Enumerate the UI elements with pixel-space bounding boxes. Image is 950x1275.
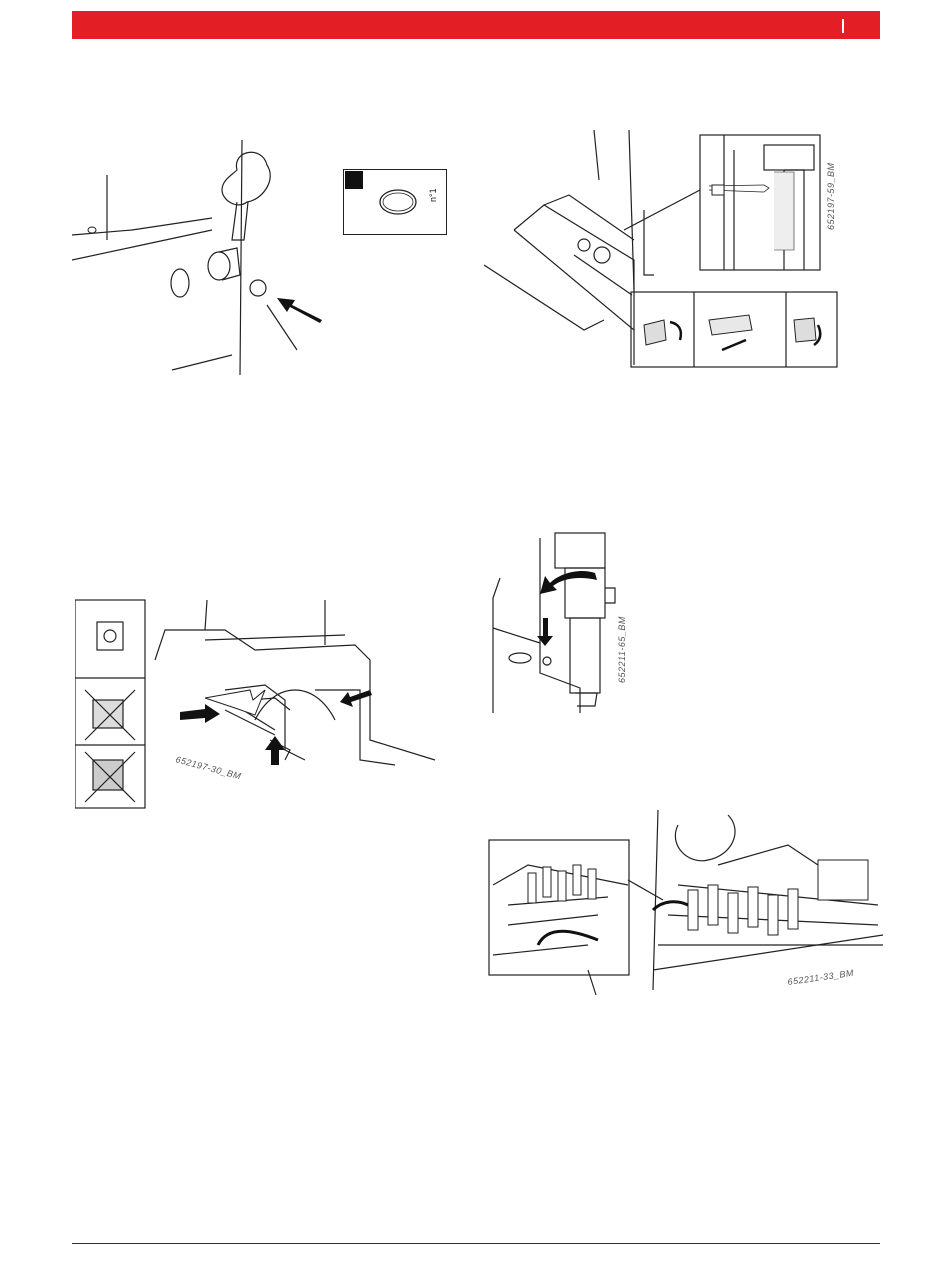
screw-adjustment-illustration: 652197-59_BM	[484, 130, 844, 370]
header-tick	[842, 19, 844, 33]
circlip-illustration	[72, 140, 332, 375]
figure-screw-adjustment: 652197-59_BM	[484, 130, 844, 370]
figure-code: 652211-33_BM	[787, 968, 855, 987]
figure-circlip-removal	[72, 140, 332, 375]
kit-label: n°1	[428, 188, 438, 202]
valve-block-illustration: 652211-33_BM	[488, 805, 883, 1000]
pin-assembly-illustration: 652197-30_BM	[75, 590, 440, 810]
circlip-icon	[374, 182, 422, 222]
header-bar	[72, 11, 880, 39]
figure-code: 652197-30_BM	[174, 754, 242, 781]
figure-filter-regulator: 652211-65_BM	[485, 528, 635, 718]
kit-marker	[345, 171, 363, 189]
kit-circlip-box: n°1	[343, 169, 447, 235]
filter-regulator-illustration: 652211-65_BM	[485, 528, 635, 718]
footer-rule	[72, 1243, 880, 1244]
figure-pin-assembly: 652197-30_BM	[75, 590, 440, 810]
figure-code: 652197-59_BM	[826, 162, 836, 230]
figure-code: 652211-65_BM	[617, 616, 627, 683]
figure-valve-block: 652211-33_BM	[488, 805, 883, 1000]
